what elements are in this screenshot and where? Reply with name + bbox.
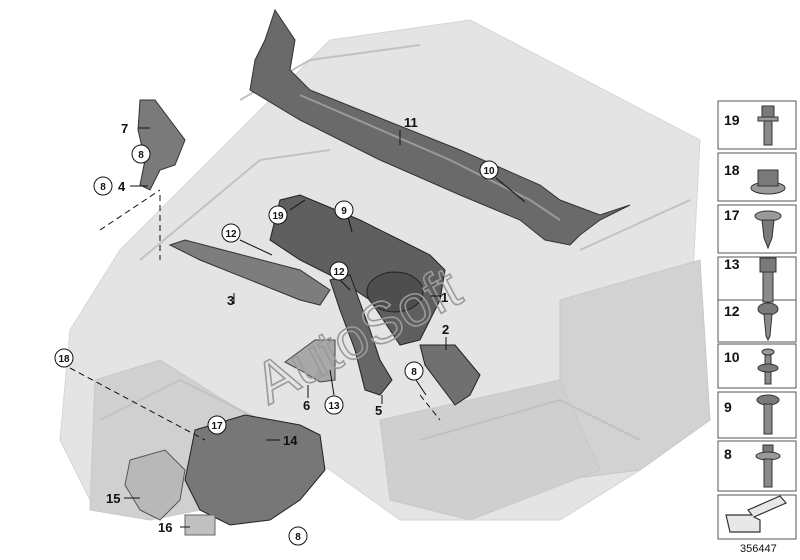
hex-nut-flange-icon xyxy=(750,169,786,195)
part-centre-support xyxy=(329,274,393,396)
bolt-hex-socket-icon xyxy=(759,257,777,303)
part-lower-shields xyxy=(124,414,326,536)
screw-round-head-icon xyxy=(757,302,779,342)
callouts-circled-labels: 8 8 8 8 9 10 12 12 13 17 18 19 xyxy=(58,150,495,543)
legend-label-10: 10 xyxy=(724,349,740,365)
part-cowl-panel xyxy=(249,8,631,246)
callout-17: 17 xyxy=(211,421,223,432)
callout-12a: 12 xyxy=(225,229,237,240)
callout-14: 14 xyxy=(283,433,298,448)
part-bracket-left xyxy=(137,99,186,191)
part-strut-left xyxy=(168,239,331,306)
fastener-legend: 19 18 17 13 12 10 9 8 xyxy=(717,100,797,540)
callout-18: 18 xyxy=(58,354,70,365)
legend-label-13: 13 xyxy=(724,256,740,272)
callout-10: 10 xyxy=(483,166,495,177)
callout-11: 11 xyxy=(404,115,418,130)
callout-8a: 8 xyxy=(138,150,144,161)
legend-label-17: 17 xyxy=(724,207,740,223)
legend-label-18: 18 xyxy=(724,162,740,178)
callout-8c: 8 xyxy=(411,367,417,378)
callout-1: 1 xyxy=(441,290,448,305)
callout-12b: 12 xyxy=(333,267,345,278)
callout-8b: 8 xyxy=(100,182,106,193)
callout-3: 3 xyxy=(227,293,234,308)
legend-label-19: 19 xyxy=(724,112,740,128)
callout-9: 9 xyxy=(341,206,347,217)
legend-label-8: 8 xyxy=(724,446,732,462)
callout-19: 19 xyxy=(272,211,284,222)
leader-lines xyxy=(69,127,526,528)
callout-2: 2 xyxy=(442,322,449,337)
plastic-rivet-icon xyxy=(757,348,779,385)
callouts-plain: 1 2 3 4 5 6 7 11 14 15 16 xyxy=(106,115,449,535)
legend-label-9: 9 xyxy=(724,399,732,415)
callout-7: 7 xyxy=(121,121,128,136)
callout-5: 5 xyxy=(375,403,382,418)
bolt-flanged-icon xyxy=(757,105,779,146)
legend-label-12: 12 xyxy=(724,303,740,319)
callouts-circled xyxy=(54,144,499,546)
document-number: 356447 xyxy=(740,543,777,555)
expanding-rivet-icon xyxy=(754,210,782,250)
callout-6: 6 xyxy=(303,398,310,413)
callout-15: 15 xyxy=(106,491,120,506)
bolt-washer-icon xyxy=(756,394,780,435)
part-cover-small xyxy=(284,339,336,383)
callout-8d: 8 xyxy=(295,532,301,543)
direction-arrow-icon xyxy=(725,495,787,533)
collar-screw-icon xyxy=(755,444,781,488)
callout-13: 13 xyxy=(328,401,340,412)
part-bracket-right xyxy=(419,344,481,406)
callout-16: 16 xyxy=(158,520,172,535)
part-bulkhead xyxy=(269,194,446,346)
callout-4: 4 xyxy=(118,179,126,194)
